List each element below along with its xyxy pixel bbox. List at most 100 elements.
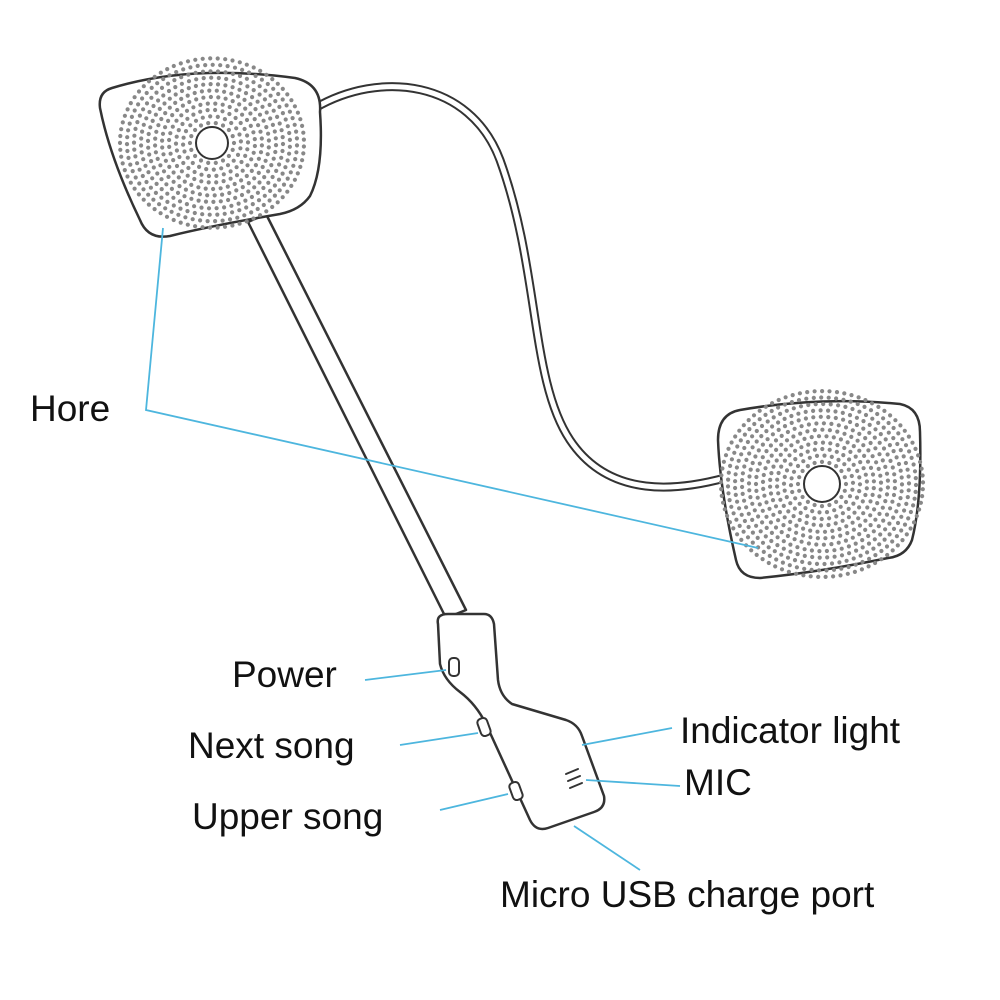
grille-dot [122,168,127,173]
grille-dot [835,443,840,448]
grille-dot [220,218,225,223]
grille-dot [257,112,263,117]
grille-dot [731,511,736,516]
grille-dot [785,533,791,539]
grille-dot [144,101,150,106]
grille-dot [782,402,788,407]
grille-dot [884,492,890,497]
grille-dot [248,102,253,107]
grille-dot [266,180,271,185]
grille-dot [283,117,288,122]
grille-dot [876,420,881,425]
grille-dot [902,428,907,433]
grille-dot [146,131,151,137]
next-song-button[interactable] [476,716,492,738]
grille-dot [240,112,245,117]
grille-dot [872,507,877,512]
grille-dot [780,560,786,565]
grille-dot [239,192,245,198]
grille-dot [804,396,809,401]
grille-dot [732,450,737,455]
grille-dot [159,195,164,200]
grille-dot [146,192,151,197]
grille-dot [212,193,217,198]
grille-dot [150,118,155,123]
grille-dot [264,110,269,115]
grille-dot [773,564,778,569]
grille-dot [768,477,773,482]
grille-dot [819,395,824,400]
grille-dot [878,487,883,492]
grille-dot [265,81,270,87]
grille-dot [845,531,850,536]
grille-dot [186,86,191,91]
grille-dot [199,179,204,184]
grille-dot [179,113,184,118]
power-button[interactable] [448,657,460,677]
grille-dot [731,526,736,531]
grille-dot [884,544,890,549]
grille-dot [775,543,780,548]
grille-dot [877,542,882,547]
grille-dot [812,389,817,394]
grille-dot [842,475,847,480]
grille-dot [227,190,232,196]
grille-dot [255,206,260,212]
grille-dot [875,411,880,417]
upper-song-button[interactable] [508,780,524,802]
grille-dot [776,491,781,496]
grille-dot [222,117,227,122]
grille-dot [279,128,284,133]
grille-dot [914,513,919,519]
grille-dot [807,561,812,566]
grille-dot [805,499,811,504]
grille-dot [749,548,754,553]
grille-dot [858,460,863,465]
grille-dot [764,514,769,519]
grille-dot [828,441,833,446]
grille-dot [805,514,810,519]
grille-dot [273,136,278,141]
grille-dot [294,136,299,141]
grille-dot [906,516,911,521]
grille-dot [769,453,774,458]
grille-dot [848,419,853,425]
grille-dot [742,432,748,437]
grille-dot [279,155,284,160]
grille-dot [792,506,798,511]
grille-dot [178,206,183,211]
grille-dot [120,120,125,125]
grille-dot [878,473,883,478]
grille-dot [759,423,765,429]
grille-dot [822,453,827,458]
grille-dot [275,81,280,86]
grille-dot [885,478,891,483]
grille-dot [801,459,806,464]
grille-dot [277,162,282,167]
grille-dot [237,208,242,213]
grille-dot [769,408,774,414]
grille-dot [220,109,225,114]
grille-dot [262,175,267,180]
grille-dot [767,553,772,559]
grille-dot [242,126,247,132]
grille-dot [788,501,793,506]
grille-dot [805,464,811,469]
grille-dot [918,459,923,465]
grille-dot [782,474,787,479]
grille-dot [211,167,216,172]
grille-dot [898,448,903,453]
grille-dot [238,81,243,86]
grille-dot [864,486,869,491]
grille-dot [764,525,769,531]
grille-dot [854,495,860,500]
grille-dot [804,520,809,526]
grille-dot [815,529,820,534]
grille-dot [788,542,793,547]
grille-dot [141,187,146,192]
grille-dot [167,137,172,143]
grille-dot [207,88,212,93]
grille-dot [813,440,818,446]
grille-dot [760,540,766,545]
grille-dot [920,480,926,485]
